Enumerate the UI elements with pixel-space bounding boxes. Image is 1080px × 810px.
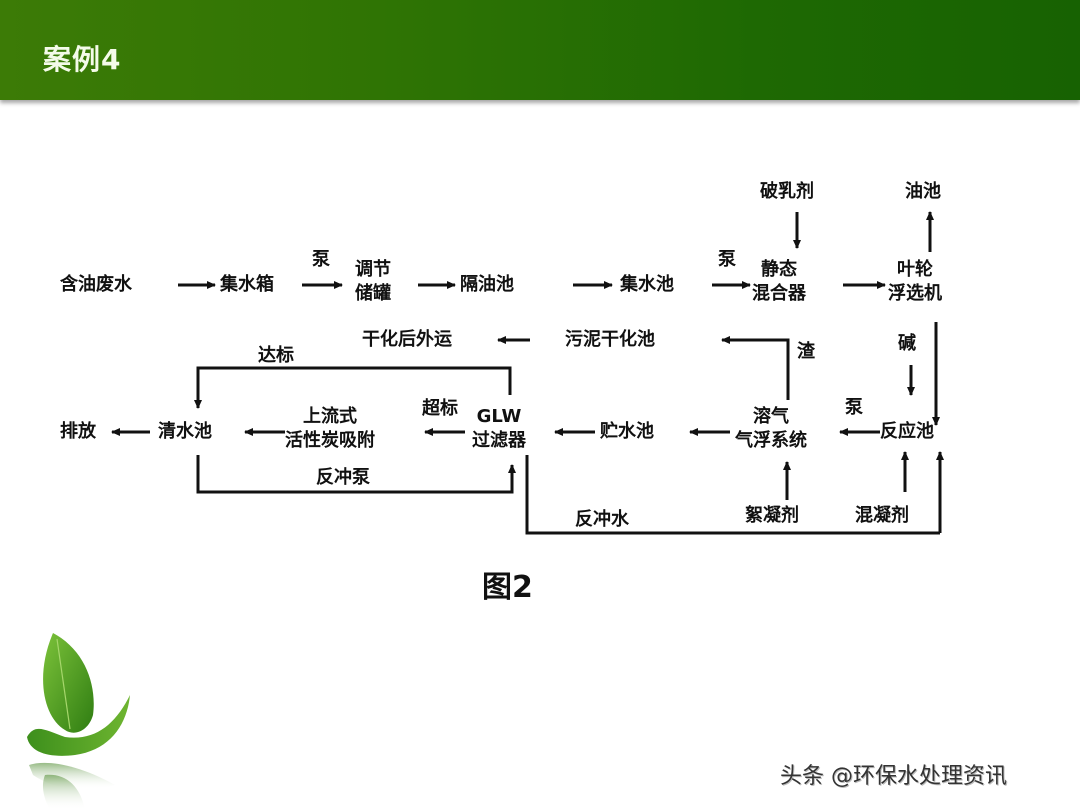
- node-sludge-drying: 污泥干化池: [565, 329, 655, 350]
- node-impeller-flotation: 叶轮 浮选机: [888, 259, 942, 304]
- leaf-icon: [27, 633, 130, 810]
- label-backwash-water: 反冲水: [575, 509, 629, 530]
- node-reaction-tank: 反应池: [880, 421, 934, 442]
- label-slag: 渣: [797, 341, 815, 362]
- backwash-water-line: [525, 455, 940, 535]
- arrow-slag: [721, 336, 790, 400]
- node-demulsifier: 破乳剂: [760, 181, 814, 202]
- label-alkali: 碱: [898, 333, 916, 354]
- node-static-mixer: 静态 混合器: [752, 259, 806, 304]
- label-up-to-standard: 达标: [258, 345, 294, 366]
- slide-title: 案例4: [43, 43, 122, 76]
- arrow-backwash-pump: [196, 455, 516, 494]
- node-oil-separator: 隔油池: [460, 274, 514, 295]
- node-glw-filter: GLW 过滤器: [472, 406, 526, 451]
- node-oil-pool: 油池: [905, 181, 941, 202]
- node-daf-system: 溶气 气浮系统: [735, 406, 807, 451]
- slide-header: 案例4: [0, 0, 1080, 100]
- node-collection-pool: 集水池: [620, 274, 674, 295]
- node-activated-carbon: 上流式 活性炭吸附: [285, 406, 375, 451]
- node-coagulant: 混凝剂: [855, 505, 909, 526]
- node-discharge: 排放: [60, 421, 96, 442]
- label-over-standard: 超标: [422, 398, 458, 419]
- label-backwash-pump: 反冲泵: [316, 467, 370, 488]
- node-collection-tank: 集水箱: [220, 274, 274, 295]
- watermark-text: 头条 @环保水处理资讯: [780, 764, 1007, 789]
- label-pump-2: 泵: [718, 249, 736, 270]
- label-pump-3: 泵: [845, 397, 863, 418]
- node-regulating-tank: 调节 储罐: [355, 259, 391, 304]
- node-storage-pool: 贮水池: [600, 421, 654, 442]
- node-clear-water-pool: 清水池: [158, 421, 212, 442]
- node-dried-transport: 干化后外运: [362, 329, 452, 350]
- node-flocculant: 絮凝剂: [745, 505, 799, 526]
- figure-caption: 图2: [482, 570, 533, 605]
- node-oily-wastewater: 含油废水: [60, 274, 132, 295]
- label-pump-1: 泵: [312, 249, 330, 270]
- arrow-up-to-standard: [194, 366, 512, 409]
